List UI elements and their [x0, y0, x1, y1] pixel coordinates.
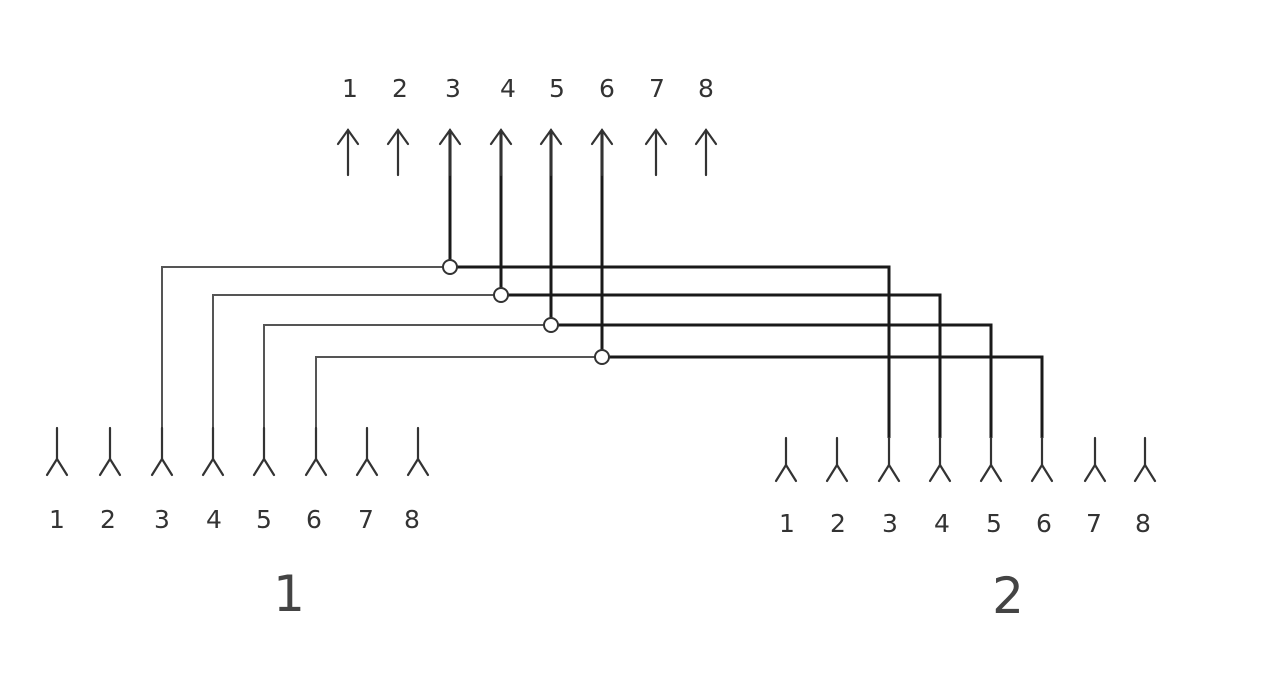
socket-pin-icon — [252, 426, 276, 477]
top-pin-arrow-icon — [489, 128, 513, 177]
top-pin-arrow-icon — [644, 128, 668, 177]
top-pin-label-5: 5 — [549, 74, 565, 103]
connector-1-pin-label-3: 3 — [154, 505, 170, 534]
top-connector-pins — [336, 128, 718, 177]
wire-pin-3 — [161, 132, 891, 438]
connector-2-pin-label-4: 4 — [934, 509, 950, 538]
connector-2-pin-label-3: 3 — [882, 509, 898, 538]
wire-segment-connector-2 — [551, 323, 993, 438]
top-pin-label-1: 1 — [342, 74, 358, 103]
wires — [161, 132, 1044, 438]
top-pin-label-8: 8 — [698, 74, 714, 103]
junction-dot — [594, 349, 610, 365]
socket-pin-icon — [45, 426, 69, 477]
socket-pin-icon — [877, 436, 901, 483]
top-pin-arrow-icon — [539, 128, 563, 177]
top-pin-label-6: 6 — [599, 74, 615, 103]
connector-1: 1 2 3 4 5 6 7 8 1 — [45, 426, 430, 623]
wire-segment-connector-2 — [602, 355, 1044, 438]
socket-pin-icon — [406, 426, 430, 477]
top-pin-label-4: 4 — [500, 74, 516, 103]
connector-2-pin-label-2: 2 — [830, 509, 846, 538]
connector-2-pin-label-7: 7 — [1086, 509, 1102, 538]
wire-pin-6 — [315, 132, 1044, 438]
wire-segment-connector-2 — [450, 265, 891, 438]
socket-pin-icon — [979, 436, 1003, 483]
connector-1-label: 1 — [273, 565, 305, 623]
top-pin-arrow-icon — [590, 128, 614, 177]
junction-dot — [442, 259, 458, 275]
socket-pin-icon — [304, 426, 328, 477]
top-connector: 1 2 3 4 5 6 7 8 — [336, 74, 718, 177]
top-pin-label-2: 2 — [392, 74, 408, 103]
connector-2-label: 2 — [992, 567, 1024, 625]
socket-pin-icon — [1133, 436, 1157, 483]
socket-pin-icon — [1030, 436, 1054, 483]
wire-segment-connector-1 — [212, 294, 501, 428]
socket-pin-icon — [355, 426, 379, 477]
socket-pin-icon — [98, 426, 122, 477]
connector-1-pin-label-6: 6 — [306, 505, 322, 534]
connector-1-pins — [45, 426, 430, 477]
connector-1-pin-label-7: 7 — [358, 505, 374, 534]
socket-pin-icon — [1083, 436, 1107, 483]
connector-2-pin-label-6: 6 — [1036, 509, 1052, 538]
connector-1-pin-label-1: 1 — [49, 505, 65, 534]
top-pin-arrow-icon — [694, 128, 718, 177]
junction-dot — [493, 287, 509, 303]
wire-pin-5 — [263, 132, 993, 438]
wire-segment-connector-1 — [161, 266, 450, 428]
wire-pin-4 — [212, 132, 942, 438]
socket-pin-icon — [774, 436, 798, 483]
top-pin-arrow-icon — [438, 128, 462, 177]
top-pin-arrow-icon — [386, 128, 410, 177]
connector-2-pin-label-8: 8 — [1135, 509, 1151, 538]
socket-pin-icon — [150, 426, 174, 477]
wire-segment-connector-2 — [501, 293, 942, 438]
junction-dot — [543, 317, 559, 333]
connector-1-pin-label-2: 2 — [100, 505, 116, 534]
connector-2-pin-label-5: 5 — [986, 509, 1002, 538]
connector-1-pin-label-5: 5 — [256, 505, 272, 534]
connector-2-pins — [774, 436, 1157, 483]
connector-2: 1 2 3 4 5 6 7 8 2 — [774, 436, 1157, 625]
socket-pin-icon — [825, 436, 849, 483]
top-pin-arrow-icon — [336, 128, 360, 177]
top-pin-label-7: 7 — [649, 74, 665, 103]
wire-segment-connector-1 — [315, 356, 602, 428]
wire-segment-connector-1 — [263, 324, 551, 428]
connector-1-pin-label-8: 8 — [404, 505, 420, 534]
top-pin-label-3: 3 — [445, 74, 461, 103]
connector-2-pin-label-1: 1 — [779, 509, 795, 538]
connector-1-pin-label-4: 4 — [206, 505, 222, 534]
socket-pin-icon — [201, 426, 225, 477]
socket-pin-icon — [928, 436, 952, 483]
